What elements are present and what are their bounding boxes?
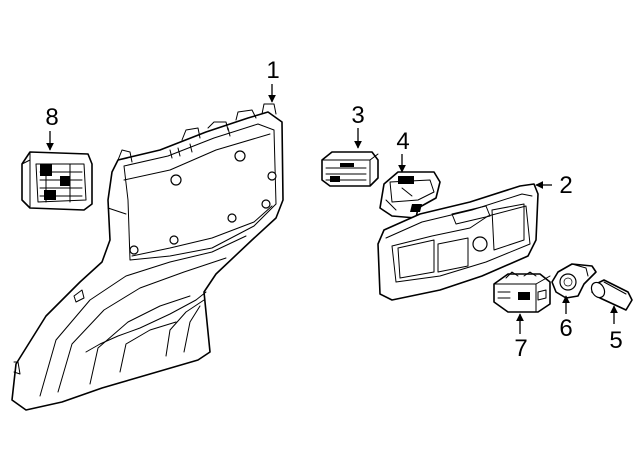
part-6-socket-housing[interactable] [551,263,597,299]
callout-1: 1 [266,57,279,84]
callout-4: 4 [396,128,409,155]
callout-3: 3 [351,102,364,129]
part-2-switch-bezel[interactable] [377,183,539,301]
part-3-switch-module[interactable] [321,151,379,187]
callout-8: 8 [45,104,58,131]
callout-5: 5 [609,327,622,354]
part-1-console-panel[interactable] [11,103,284,411]
callout-6: 6 [559,315,572,342]
callout-2: 2 [559,172,572,199]
callout-labels: 1 2 3 4 5 6 7 8 [45,57,622,362]
leader-lines [46,84,618,334]
part-7-usb-module[interactable] [493,271,551,313]
callout-7: 7 [514,335,527,362]
part-5-cylinder-plug[interactable] [589,279,633,311]
part-4-connector-bracket[interactable] [379,171,441,219]
part-8-air-vent[interactable] [21,151,93,211]
